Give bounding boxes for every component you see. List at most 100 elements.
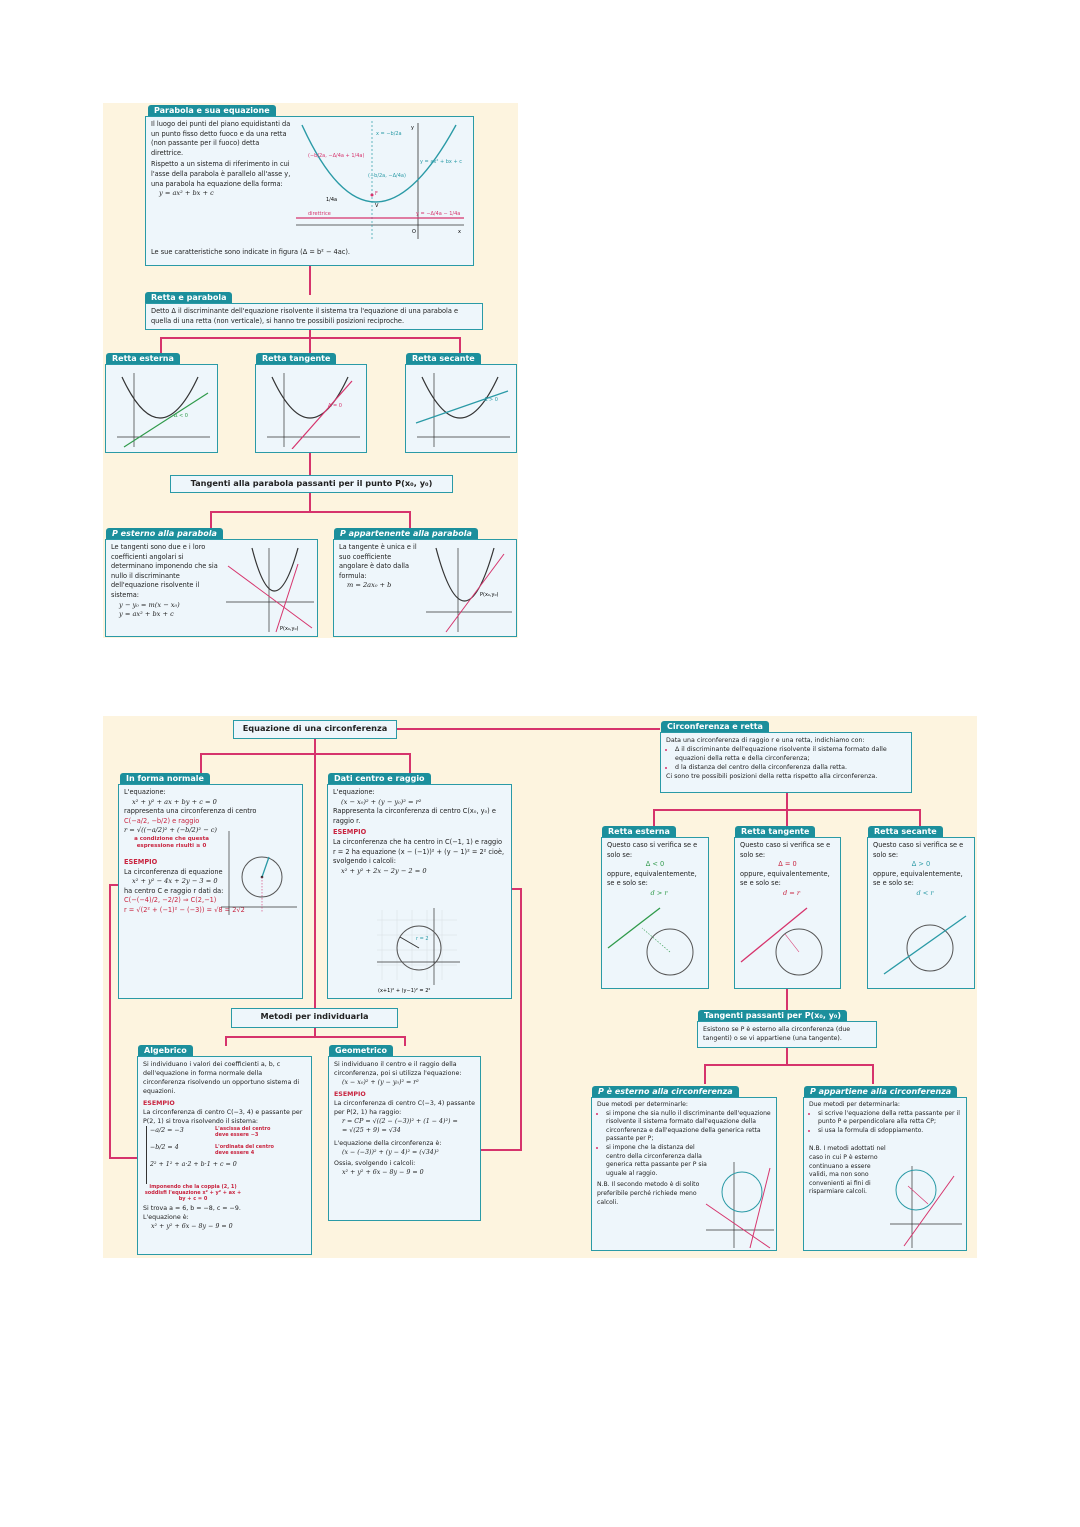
parabola-definition-box: Il luogo dei punti del piano equidistant… (145, 116, 474, 266)
graph-forma-normale (221, 831, 297, 915)
graph-circ-tangente (740, 907, 823, 976)
connector (409, 511, 411, 528)
connector (704, 1064, 874, 1066)
curve-label: y = ax² + bx + c (420, 159, 462, 165)
connector (404, 1036, 406, 1046)
tab-forma-normale: In forma normale (120, 773, 210, 784)
graph-p-esterno-circ (705, 1162, 774, 1249)
graph-p-appartiene-circ (890, 1166, 962, 1248)
connector (109, 884, 119, 886)
circonferenza-main-title: Equazione di una circonferenza (233, 720, 397, 739)
connector (459, 337, 461, 355)
graph-p-appartenente: P(x₀,y₀) (426, 547, 512, 633)
connector (200, 753, 202, 773)
geometrico-box: Si individuano il centro e il raggio del… (328, 1056, 481, 1221)
connector (200, 753, 410, 755)
focus-label: (−b/2a, −Δ/4a + 1/4a) (308, 153, 364, 159)
directrix-label: direttrice (308, 211, 331, 217)
svg-text:y: y (411, 125, 414, 131)
tab-algebrico: Algebrico (138, 1045, 193, 1056)
tab-retta-secante: Retta secante (406, 353, 481, 364)
connector (872, 1064, 874, 1084)
connector (160, 337, 460, 339)
case-retta-secante: Δ > 0 (405, 364, 517, 453)
svg-text:P(x₀,y₀): P(x₀,y₀) (480, 592, 498, 598)
connector (520, 888, 522, 1150)
connector (314, 1027, 316, 1037)
graph-p-esterno: P(x₀,y₀) (226, 547, 314, 633)
connector (480, 1149, 522, 1151)
distance-label: 1/4a (326, 197, 337, 203)
tangenti-parabola-title: Tangenti alla parabola passanti per il p… (170, 475, 453, 493)
section-tab-parabola: Parabola e sua equazione (148, 105, 276, 116)
tab-retta-tangente: Retta tangente (256, 353, 337, 364)
tab-circonferenza-retta: Circonferenza e retta (661, 721, 769, 732)
svg-text:F: F (375, 191, 378, 197)
connector (919, 809, 921, 826)
connector (309, 492, 311, 512)
svg-text:(x+1)² + (y−1)² = 2²: (x+1)² + (y−1)² = 2² (378, 988, 430, 994)
connector (396, 728, 660, 730)
metodi-title: Metodi per individuarla (231, 1008, 398, 1028)
svg-text:x: x (458, 229, 461, 235)
connector (511, 888, 521, 890)
connector (210, 511, 212, 528)
tab-circ-retta-tangente: Retta tangente (735, 826, 816, 837)
connector (225, 1036, 227, 1046)
svg-text:V: V (375, 203, 379, 209)
connector (109, 1157, 137, 1159)
connector (314, 738, 316, 1008)
tab-p-esterno-circ: P è esterno alla circonferenza (592, 1086, 739, 1097)
svg-text:P(x₀,y₀): P(x₀,y₀) (280, 626, 298, 632)
parabola-figure: x = −b/2a (−b/2a, −Δ/4a + 1/4a) (−b/2a, … (296, 121, 464, 239)
connector (225, 1036, 405, 1038)
axis-label: x = −b/2a (376, 131, 402, 137)
connector (786, 988, 788, 1010)
centro-raggio-box: L'equazione: (x − x₀)² + (y − y₀)² = r² … (327, 784, 512, 999)
tab-circ-retta-esterna: Retta esterna (602, 826, 676, 837)
p-esterno-parabola-box: Le tangenti sono due e i loro coefficien… (105, 539, 318, 637)
section-tab-retta-parabola: Retta e parabola (145, 292, 233, 303)
algebrico-box: Si individuano i valori dei coefficienti… (137, 1056, 312, 1255)
tab-p-appartiene-circ: P appartiene alla circonferenza (804, 1086, 958, 1097)
graph-centro-raggio: r = 2 (x+1)² + (y−1)² = 2² (377, 908, 460, 994)
connector (210, 511, 410, 513)
tab-geometrico: Geometrico (329, 1045, 393, 1056)
case-retta-tangente: Δ = 0 (255, 364, 367, 453)
tab-circ-retta-secante: Retta secante (868, 826, 943, 837)
circ-retta-tangente-box: Questo caso si verifica se e solo se:Δ =… (734, 837, 841, 989)
graph-retta-tangente: Δ = 0 (267, 373, 360, 449)
tab-p-esterno-parabola: P esterno alla parabola (106, 528, 223, 539)
tab-retta-esterna: Retta esterna (106, 353, 180, 364)
connector (653, 809, 655, 826)
forma-normale-box: L'equazione: x² + y² + ax + by + c = 0 r… (118, 784, 303, 999)
graph-retta-esterna: Δ < 0 (117, 373, 210, 448)
connector (309, 265, 311, 295)
svg-text:O: O (412, 229, 416, 235)
connector (786, 809, 788, 826)
connector (109, 884, 111, 1159)
retta-parabola-box: Detto Δ il discriminante dell'equazione … (145, 303, 483, 330)
circ-retta-esterna-box: Questo caso si verifica se e solo se:Δ <… (601, 837, 709, 989)
connector (409, 753, 411, 773)
directrix-eq-label: y = −Δ/4a − 1/4a (416, 211, 460, 217)
connector (786, 1047, 788, 1065)
circ-retta-secante-box: Questo caso si verifica se e solo se:Δ >… (867, 837, 975, 989)
p-esterno-circ-box: Due metodi per determinarle: si impone c… (591, 1097, 777, 1251)
svg-text:r = 2: r = 2 (416, 936, 429, 942)
graph-circ-esterna (607, 907, 694, 976)
connector (786, 792, 788, 810)
svg-text:Δ = 0: Δ = 0 (328, 403, 342, 409)
tangenti-circ-box: Esistono se P è esterno alla circonferen… (697, 1021, 877, 1048)
tab-tangenti-circ: Tangenti passanti per P(x₀, y₀) (698, 1010, 848, 1021)
connector (160, 337, 162, 355)
p-appartiene-circ-box: Due metodi per determinarla: si scrive l… (803, 1097, 967, 1251)
connector (704, 1064, 706, 1084)
graph-retta-secante: Δ > 0 (415, 373, 510, 447)
tab-centro-raggio: Dati centro e raggio (328, 773, 431, 784)
tab-p-appartenente-parabola: P appartenente alla parabola (334, 528, 478, 539)
graph-circ-secante (883, 915, 967, 975)
svg-text:Δ < 0: Δ < 0 (174, 413, 188, 419)
circonferenza-retta-box: Data una circonferenza di raggio r e una… (660, 732, 912, 793)
